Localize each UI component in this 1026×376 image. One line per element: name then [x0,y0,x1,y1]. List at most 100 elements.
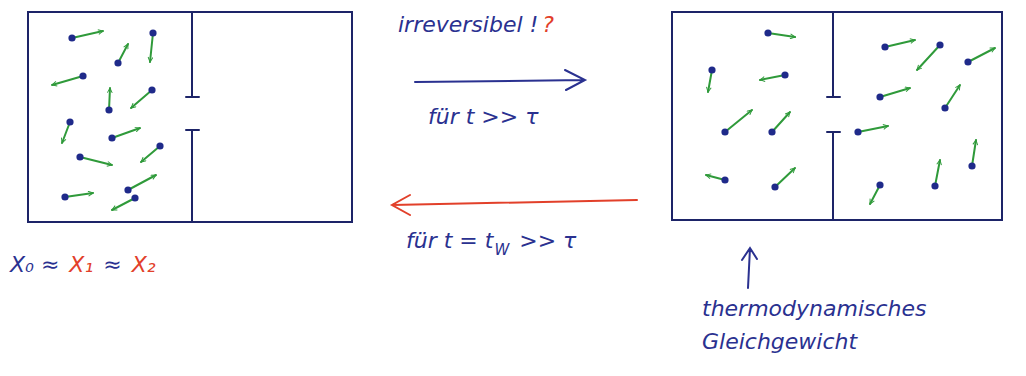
process-arrow [415,70,585,90]
molecule-dot [931,182,938,189]
molecule-dot [764,29,771,36]
return-arrow [392,195,637,215]
text-label: irreversibel ! [398,8,538,41]
molecule [708,66,716,92]
molecule-dot [148,86,155,93]
velocity-arrow [760,75,785,80]
velocity-arrow [112,198,135,210]
text-label: X₂ [132,248,156,281]
molecule-dot [881,43,888,50]
molecule-dot [968,162,975,169]
pointer-arrow [742,248,757,288]
velocity-arrow [725,110,752,132]
molecule [721,110,752,136]
text-label: für t >> τ [428,100,538,133]
label-group: für t = tW>> τ [406,224,576,257]
partition-wall [827,12,840,220]
text-label: thermodynamisches Gleichgewicht [702,292,927,358]
text-label: X₁ [69,248,93,281]
molecule-dot [156,142,163,149]
molecule-dot [66,118,73,125]
molecule [141,142,164,162]
velocity-arrow [772,112,790,132]
molecule-dot [131,194,138,201]
molecule-dot [936,41,943,48]
molecule-dot [781,71,788,78]
molecule [62,118,74,143]
velocity-arrow [131,90,152,108]
molecule [760,71,789,80]
molecule [881,40,915,51]
molecule [61,193,93,201]
molecule [706,175,729,184]
molecule [131,86,156,108]
velocity-arrow [128,175,156,190]
velocity-arrow [935,160,940,186]
velocity-arrow [768,33,795,37]
molecule [124,175,156,194]
partition-wall [186,12,199,222]
molecule-dot [61,193,68,200]
label-group: für t >> τ [428,100,538,133]
label-group: irreversibel !? [398,8,554,41]
text-label: >> τ [519,224,576,257]
molecule-dot [876,93,883,100]
molecule [771,168,795,191]
molecule [768,112,790,136]
molecule-dot [876,181,883,188]
velocity-arrow [858,126,888,132]
container-box [672,12,1002,220]
molecule-dot [79,72,86,79]
velocity-arrow [150,33,153,62]
molecule-dot [721,128,728,135]
molecule [52,72,87,85]
velocity-arrow [72,31,103,38]
molecule-dot [964,58,971,65]
molecule [112,194,139,210]
molecule [114,44,128,67]
velocity-arrow [885,40,915,47]
molecule-dot [114,59,121,66]
subscript-label: W [494,239,509,262]
molecule-dot [149,29,156,36]
molecule-dot [768,128,775,135]
molecule [108,128,140,142]
molecule [931,160,940,190]
molecule-dot [124,186,131,193]
text-label: für t = t [406,224,493,257]
label-group: X₀ ≈ X₁ ≈ X₂ [10,248,156,281]
molecule [68,31,103,42]
molecule-dot [105,106,112,113]
molecule-dot [721,176,728,183]
molecule [964,48,995,66]
text-label: ≈ [103,248,121,281]
velocity-arrow [141,146,160,162]
molecule [76,153,112,165]
velocity-arrow [880,88,910,97]
molecule [917,41,944,70]
molecule-dot [854,128,861,135]
molecule [941,85,960,112]
text-label: ? [542,8,554,41]
velocity-arrow [65,193,93,197]
text-label: X₀ ≈ [10,248,59,281]
molecule [149,29,156,62]
molecule [854,126,888,136]
molecule [764,29,795,37]
velocity-arrow [775,168,795,187]
velocity-arrow [112,128,140,138]
molecule [876,88,910,101]
molecule-dot [771,183,778,190]
label-group: thermodynamisches Gleichgewicht [702,292,927,358]
molecule-dot [76,153,83,160]
molecule [870,181,884,204]
velocity-arrow [52,76,83,85]
molecule [968,140,976,170]
velocity-arrow [972,140,976,166]
velocity-arrow [945,85,960,108]
molecule-dot [941,104,948,111]
molecule-dot [708,66,715,73]
container-box [28,12,352,222]
molecule [105,88,112,114]
